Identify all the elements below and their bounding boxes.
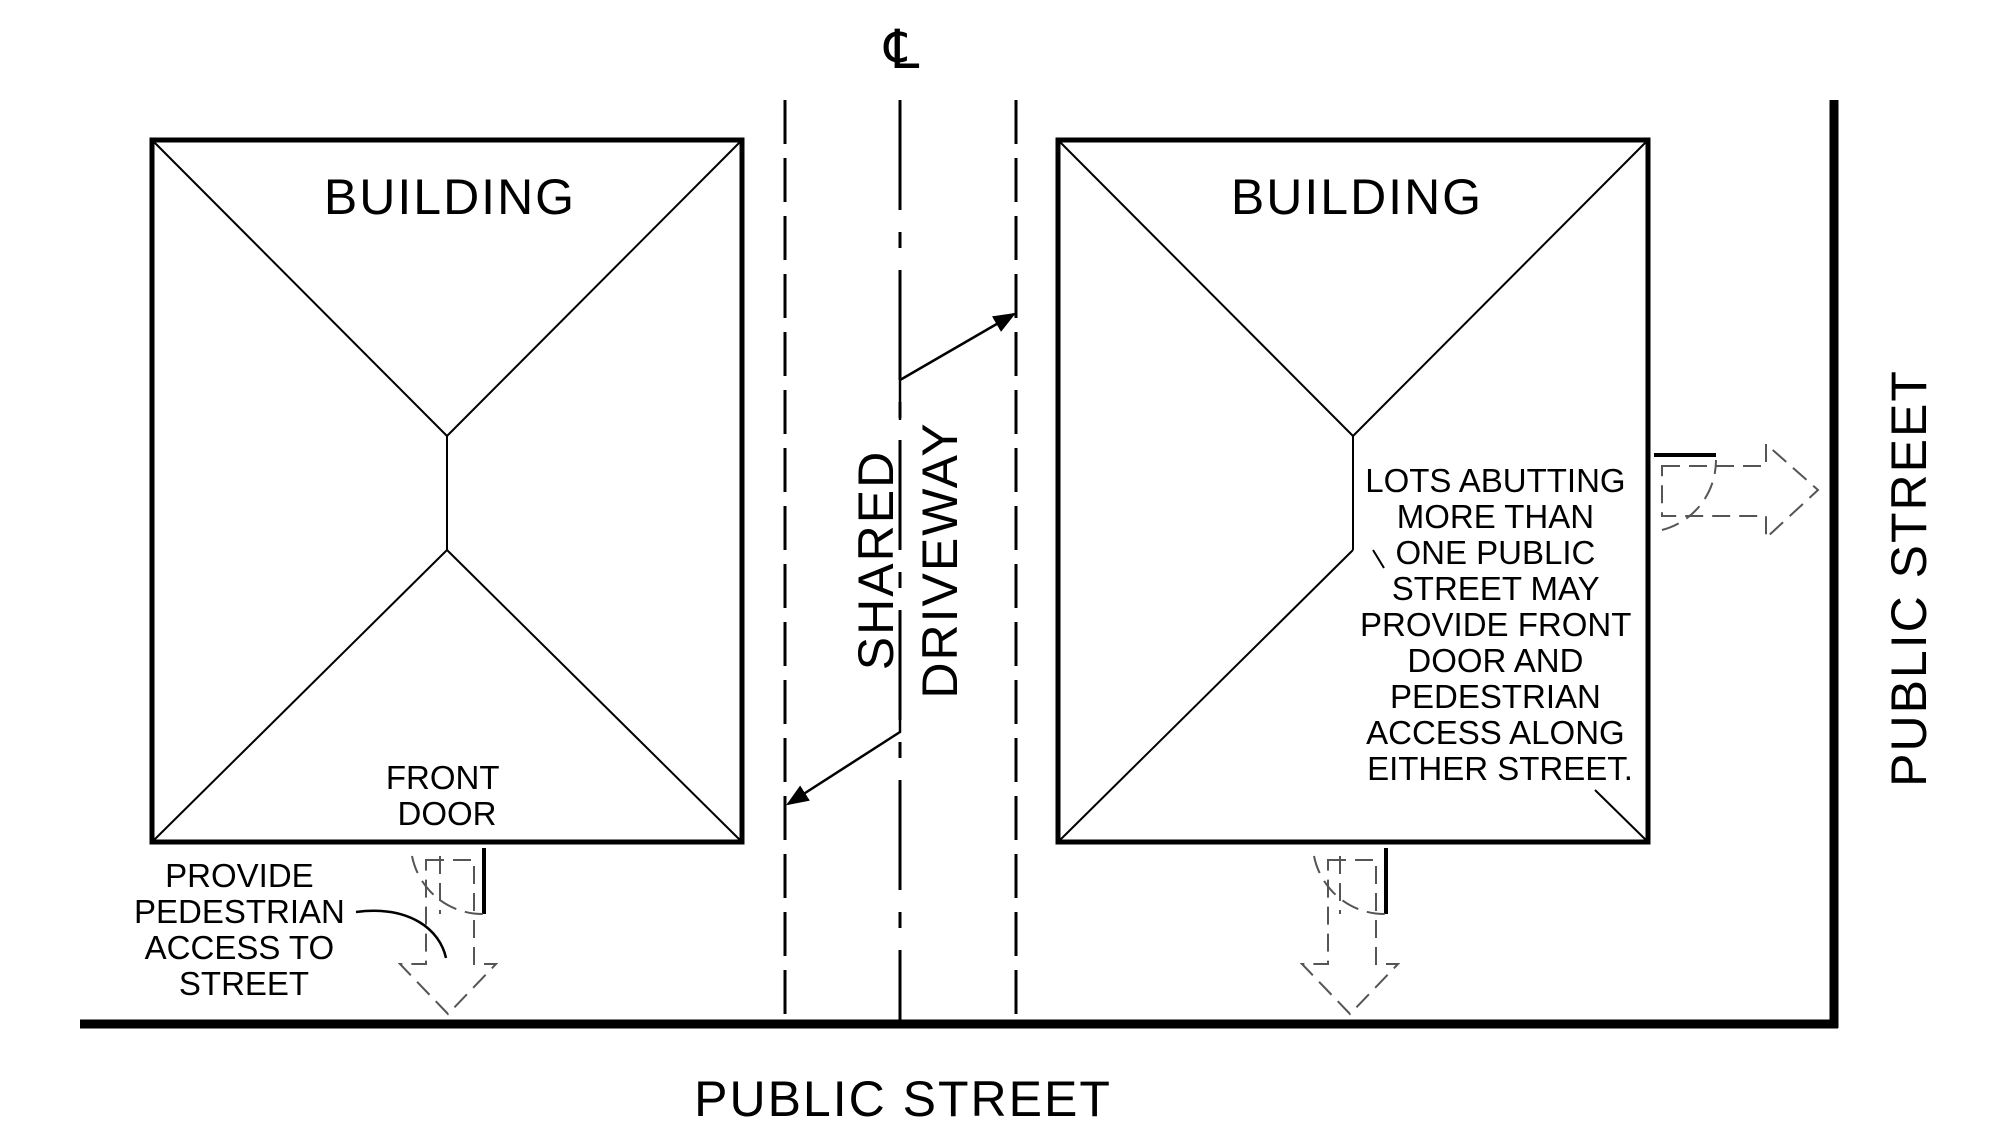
public-street-bottom-label: PUBLIC STREET	[694, 1071, 1112, 1127]
provide-access-label: PROVIDE PEDESTRIAN ACCESS TO STREET	[134, 857, 354, 1002]
front-door-right-side	[1654, 453, 1718, 531]
driveway-leader-bottom	[786, 690, 902, 806]
building-right	[1055, 137, 1651, 845]
lots-note-line: PROVIDE FRONT	[1360, 606, 1631, 643]
lots-note-line: PEDESTRIAN	[1390, 678, 1601, 715]
building-left-label: BUILDING	[324, 169, 576, 225]
lots-note-line: ACCESS ALONG	[1366, 714, 1625, 751]
lots-note-line: DOOR AND	[1407, 642, 1583, 679]
front-door-line: DOOR	[398, 795, 497, 832]
front-door-right-bottom	[1313, 848, 1388, 916]
provide-access-leader	[355, 909, 448, 959]
front-door-left	[411, 848, 486, 916]
provide-access-line: STREET	[179, 965, 309, 1002]
provide-access-line: PROVIDE	[165, 857, 314, 894]
lots-note-line: ONE PUBLIC	[1395, 534, 1595, 571]
lots-note-line: EITHER STREET.	[1367, 750, 1633, 787]
building-right-label: BUILDING	[1231, 169, 1483, 225]
lots-note-line: LOTS ABUTTING	[1365, 462, 1625, 499]
front-door-line: FRONT	[386, 759, 499, 796]
public-street-right-label: PUBLIC STREET	[1881, 369, 1937, 787]
pedestrian-access-arrow-right-side	[1661, 441, 1820, 541]
shared-driveway-label-line2: DRIVEWAY	[912, 421, 968, 698]
lots-note-line: MORE THAN	[1397, 498, 1594, 535]
front-door-label: FRONT DOOR	[386, 759, 508, 832]
pedestrian-access-arrow-left	[397, 859, 499, 1016]
lots-note-label: LOTS ABUTTING MORE THAN ONE PUBLIC STREE…	[1360, 462, 1640, 787]
pedestrian-access-arrow-right-bottom	[1299, 859, 1401, 1016]
building-left	[149, 137, 745, 845]
provide-access-line: PEDESTRIAN	[134, 893, 345, 930]
driveway-leader-top	[898, 312, 1016, 420]
shared-driveway-label-line1: SHARED	[848, 450, 904, 670]
provide-access-line: ACCESS TO	[145, 929, 335, 966]
lots-note-line: STREET MAY	[1392, 570, 1600, 607]
centerline-symbol: ℄	[883, 20, 920, 80]
